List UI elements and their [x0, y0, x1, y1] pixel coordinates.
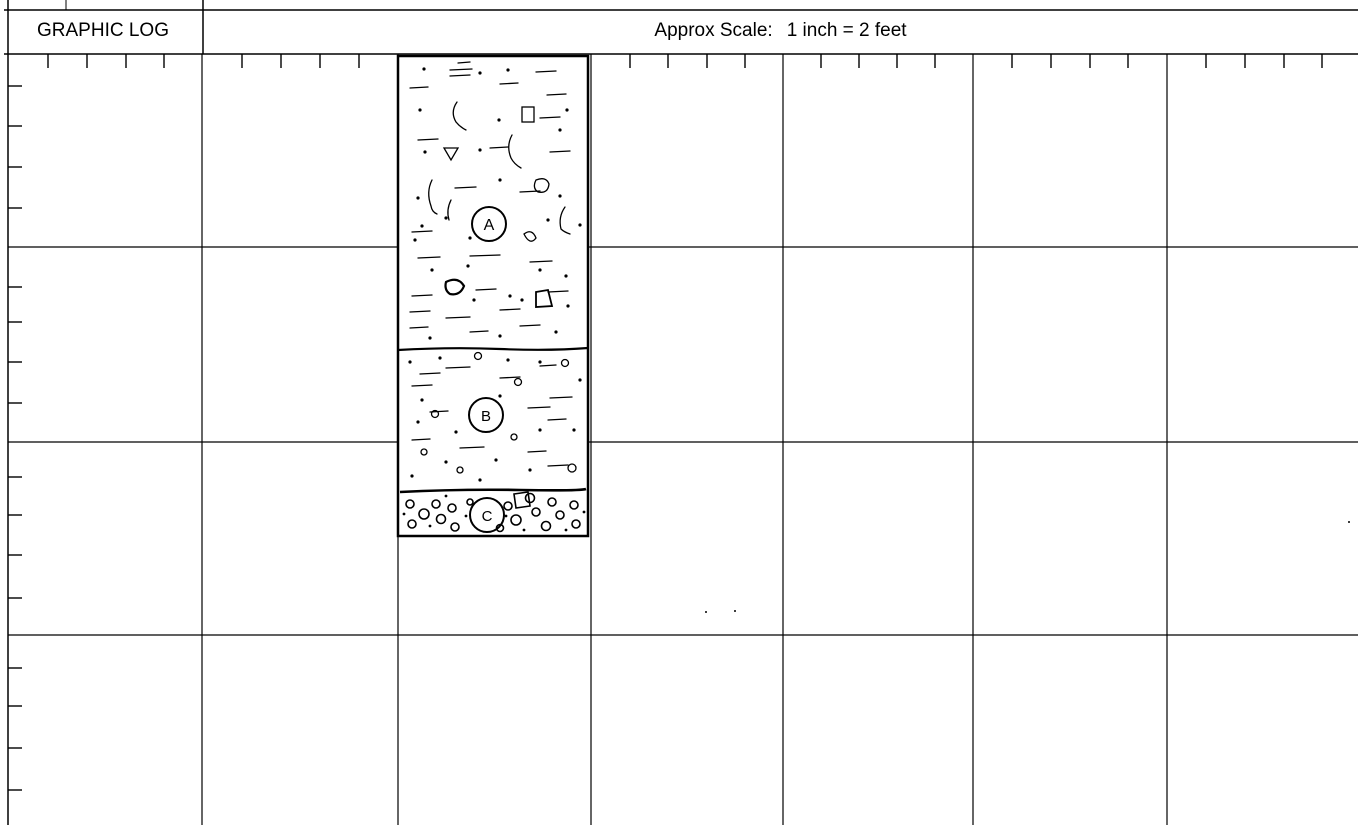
unit-a-label: A — [484, 217, 495, 234]
stratigraphic-column: A B C — [398, 56, 588, 536]
scale-label: Approx Scale: — [654, 20, 772, 41]
stray-marks — [705, 521, 1350, 613]
unit-b-label: B — [481, 408, 491, 425]
scale-value: 1 inch = 2 feet — [787, 20, 907, 41]
graphic-log-title: GRAPHIC LOG — [8, 14, 198, 48]
left-depth-ticks — [8, 86, 22, 790]
grid-horizontal-lines — [8, 247, 1358, 635]
grid-vertical-lines — [202, 54, 1167, 825]
grid — [8, 54, 1358, 825]
scale-note: Approx Scale: 1 inch = 2 feet — [203, 14, 1358, 48]
header-frame — [4, 0, 1358, 825]
unit-c-label: C — [482, 508, 493, 525]
top-scale-ticks — [48, 54, 1322, 68]
column-outline — [398, 56, 588, 536]
graphic-log-title-text: GRAPHIC LOG — [37, 20, 169, 41]
